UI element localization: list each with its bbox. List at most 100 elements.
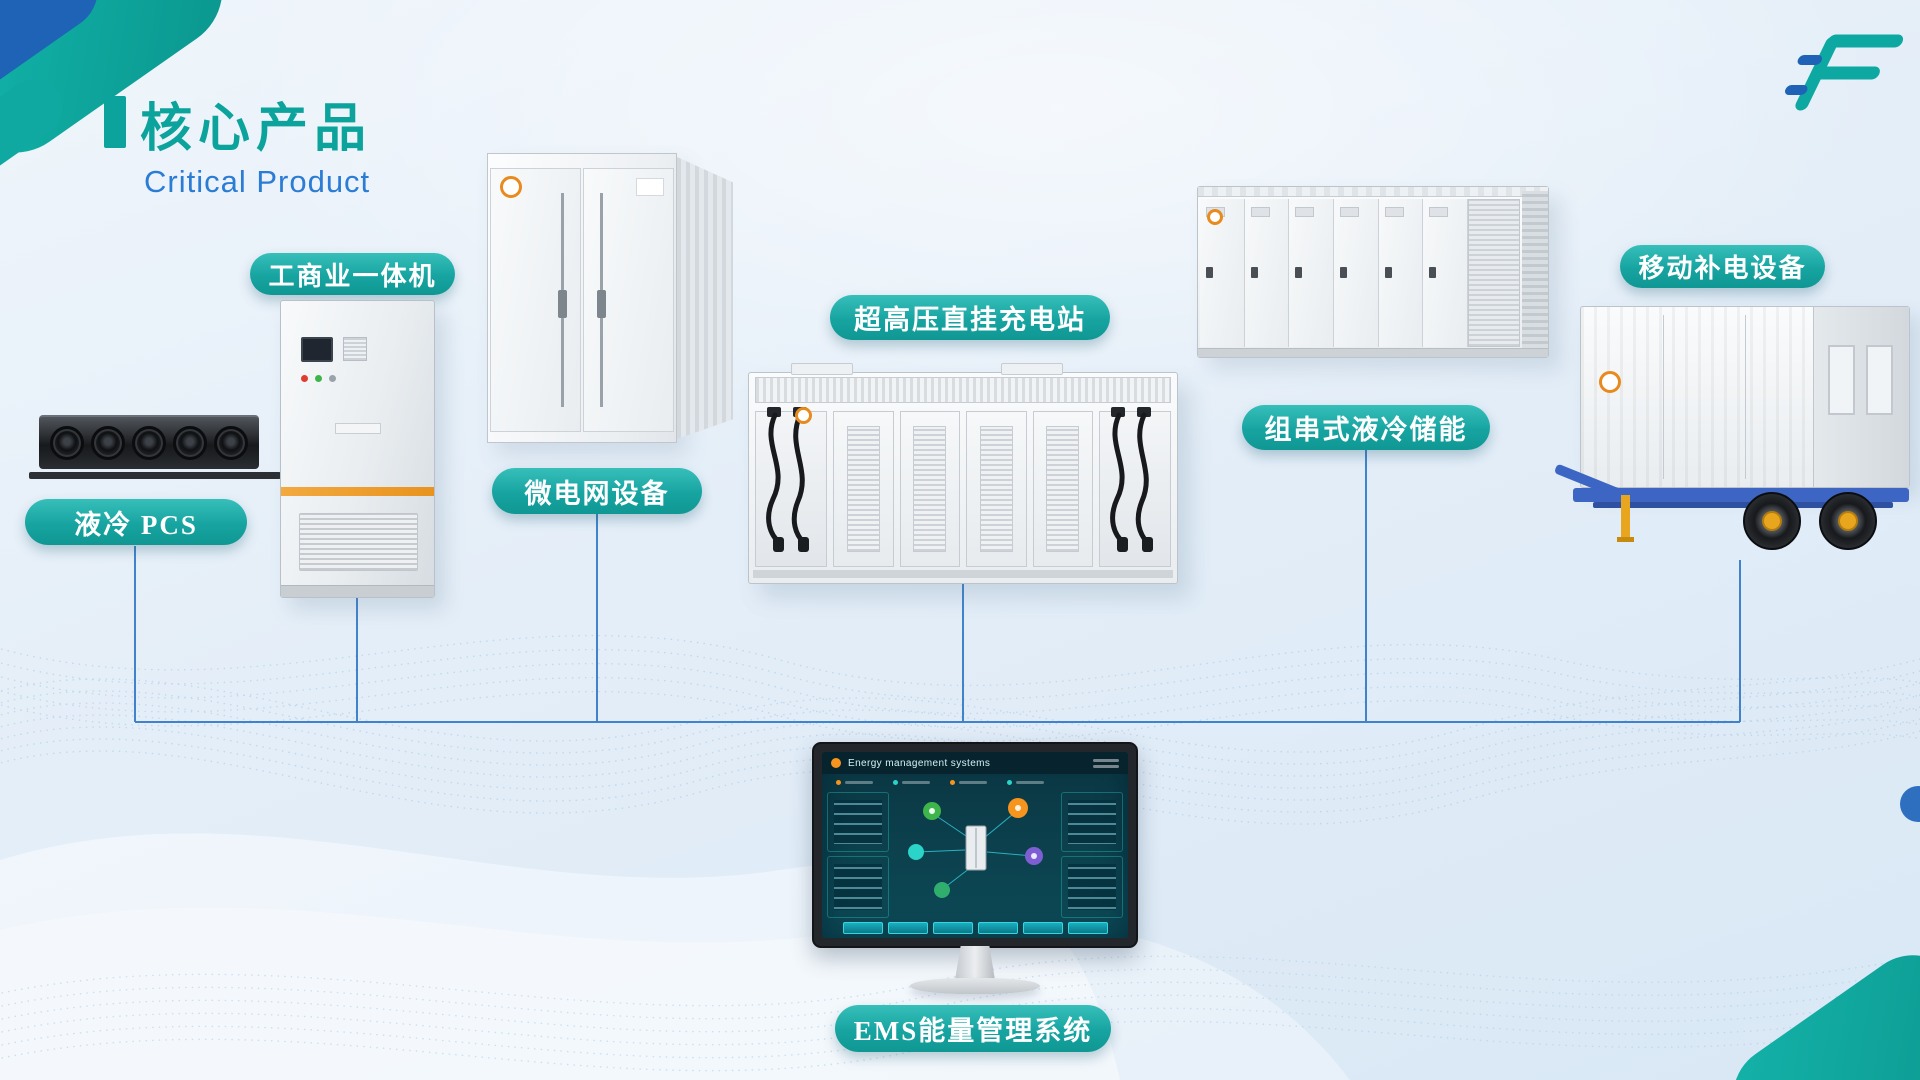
- trailer-wheel-icon: [1743, 492, 1801, 550]
- container-window: [1866, 345, 1893, 415]
- charging-station-image: [748, 363, 1178, 584]
- trailer-underframe: [1593, 502, 1893, 508]
- monitor-stand-neck: [955, 946, 995, 980]
- cabinet-vent: [343, 337, 367, 361]
- station-door: [966, 411, 1027, 567]
- small-teal-dot-decoration: [1832, 1012, 1846, 1026]
- station-door: [899, 411, 960, 567]
- fan-icon: [213, 426, 248, 460]
- cabinet-vent-grille: [299, 513, 418, 571]
- product-label-all-in-one: 工商业一体机: [250, 253, 455, 295]
- wheel-hub-icon: [1838, 511, 1858, 531]
- product-microgrid: 微电网设备: [487, 153, 747, 518]
- ems-monitor: Energy management systems: [812, 742, 1138, 948]
- ems-status-bar: [822, 776, 1128, 788]
- container-seam: [1745, 315, 1746, 479]
- container-door: [583, 168, 674, 432]
- ems-screen-header: Energy management systems: [822, 752, 1128, 774]
- ems-screen-button: [1022, 921, 1063, 934]
- ems-data-panel: [827, 792, 889, 852]
- fan-icon: [91, 426, 126, 460]
- ems-logo-icon: [831, 758, 841, 768]
- door-handle: [597, 289, 606, 318]
- product-string-storage: 组串式液冷储能: [1197, 186, 1557, 456]
- container-side-face: [1813, 307, 1909, 487]
- storage-door: [1244, 199, 1290, 347]
- page-subtitle: Critical Product: [144, 164, 371, 199]
- green-indicator-icon: [315, 375, 322, 382]
- trailer-chassis: [1573, 488, 1909, 502]
- product-label-string-storage: 组串式液冷储能: [1242, 405, 1490, 450]
- product-mobile-power: 移动补电设备: [1553, 245, 1920, 575]
- storage-roof: [1198, 187, 1548, 197]
- product-ems: Energy management systems: [812, 742, 1147, 1062]
- cabinet-display: [301, 337, 333, 362]
- ems-clock-area: [1093, 758, 1119, 768]
- storage-door: [1289, 199, 1335, 347]
- ems-data-panel: [827, 856, 889, 918]
- microgrid-container-side: [677, 157, 733, 439]
- brand-badge-icon: [500, 176, 522, 198]
- wheel-hub-icon: [1762, 511, 1782, 531]
- product-label-mobile-power: 移动补电设备: [1620, 245, 1825, 288]
- door-vent: [846, 426, 880, 552]
- ems-screen-button: [977, 921, 1018, 934]
- roof-unit: [791, 363, 853, 375]
- title-block: 核心产品 Critical Product: [104, 86, 524, 206]
- station-door: [833, 411, 894, 567]
- product-label-microgrid: 微电网设备: [492, 468, 702, 514]
- station-doors: [833, 411, 1093, 567]
- door-handle: [558, 289, 567, 318]
- ems-screen-button: [932, 921, 973, 934]
- storage-door: [1334, 199, 1379, 347]
- ems-button-row: [822, 920, 1128, 935]
- fan-icon: [50, 426, 85, 460]
- title-accent-bar: [104, 96, 126, 148]
- product-charging-station: 超高压直挂充电站: [745, 295, 1190, 595]
- product-label-ems: EMS能量管理系统: [835, 1005, 1111, 1052]
- container-window: [1828, 345, 1855, 415]
- roof-louver-band: [755, 377, 1171, 403]
- page-title: 核心产品: [140, 100, 373, 158]
- container-door: [490, 168, 581, 432]
- brand-logo-icon: [1785, 34, 1904, 111]
- door-vent: [979, 426, 1013, 552]
- red-indicator-icon: [301, 375, 308, 382]
- ems-data-panel: [1061, 792, 1123, 852]
- pcs-device-image: [39, 415, 259, 469]
- station-end-panel: [1099, 411, 1171, 567]
- brand-badge-icon: [795, 407, 812, 424]
- storage-doors: [1200, 199, 1469, 347]
- trailer-wheel-icon: [1819, 492, 1877, 550]
- product-label-charging-station: 超高压直挂充电站: [830, 295, 1110, 340]
- ems-screen-button: [887, 921, 928, 934]
- station-door: [1032, 411, 1093, 567]
- brand-badge-icon: [1599, 371, 1621, 393]
- cabinet-base: [281, 585, 434, 597]
- ems-data-panel: [1061, 856, 1123, 918]
- storage-door: [1378, 199, 1424, 347]
- trailer-landing-leg: [1617, 495, 1634, 542]
- microgrid-container-image: [487, 153, 677, 443]
- gray-indicator-icon: [329, 375, 336, 382]
- cabinet-label-sticker: [335, 423, 381, 434]
- string-storage-image: [1197, 186, 1549, 358]
- roof-unit: [1001, 363, 1063, 375]
- monitor-stand-base: [910, 978, 1040, 994]
- storage-side-louver: [1522, 191, 1548, 351]
- ems-screen-button: [842, 921, 883, 934]
- container-sticker: [636, 178, 664, 196]
- station-end-panel: [755, 411, 827, 567]
- ems-flow-diagram: [908, 798, 1043, 898]
- cabinet-orange-stripe: [281, 487, 434, 496]
- pcs-rail: [29, 472, 281, 479]
- storage-base: [1198, 348, 1548, 357]
- storage-vent-grid: [1468, 199, 1520, 347]
- storage-door: [1423, 199, 1469, 347]
- product-liquid-cooled-pcs: 液冷 PCS: [25, 415, 290, 550]
- ems-screen-title: Energy management systems: [848, 757, 991, 769]
- station-base: [753, 570, 1173, 578]
- mobile-power-container-image: [1580, 306, 1910, 488]
- fan-icon: [172, 426, 207, 460]
